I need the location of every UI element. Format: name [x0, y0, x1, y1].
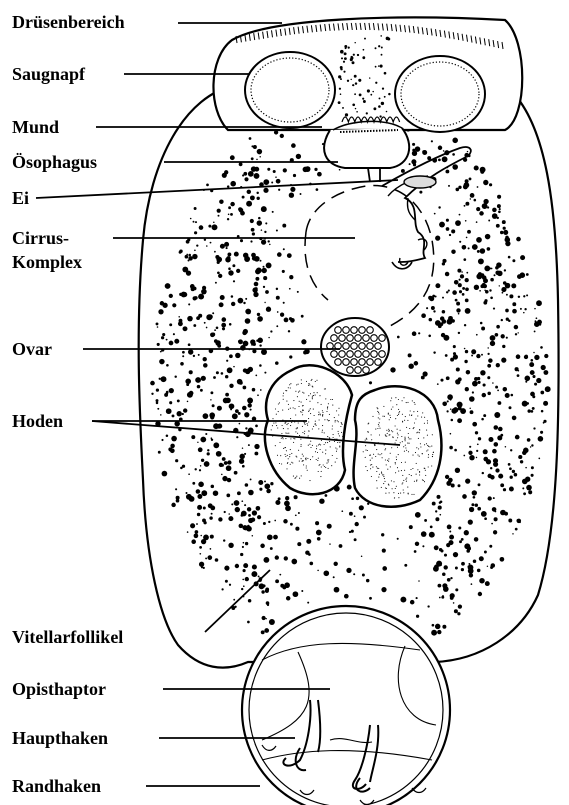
hoden-right: [354, 386, 442, 507]
ei-shape: [404, 176, 436, 188]
label-oesophagus: Ösophagus: [12, 152, 97, 172]
label-druesenbereich: Drüsenbereich: [12, 12, 125, 32]
hoden-left: [265, 365, 352, 494]
label-ovar: Ovar: [12, 339, 52, 359]
opisthaptor-disc: [242, 606, 450, 805]
label-mund: Mund: [12, 117, 59, 137]
label-cirrus-line1: Cirrus-: [12, 228, 69, 248]
label-cirrus-line2: Komplex: [12, 252, 82, 272]
label-opisthaptor: Opisthaptor: [12, 679, 106, 699]
label-ei: Ei: [12, 188, 29, 208]
label-vitellarfollikel: Vitellarfollikel: [12, 627, 123, 647]
label-saugnapf: Saugnapf: [12, 64, 86, 84]
label-hoden: Hoden: [12, 411, 63, 431]
saugnapf-right: [395, 56, 485, 132]
ovar-shape: [321, 318, 389, 376]
label-haupthaken: Haupthaken: [12, 728, 108, 748]
saugnapf-left: [245, 52, 335, 128]
label-randhaken: Randhaken: [12, 776, 101, 796]
